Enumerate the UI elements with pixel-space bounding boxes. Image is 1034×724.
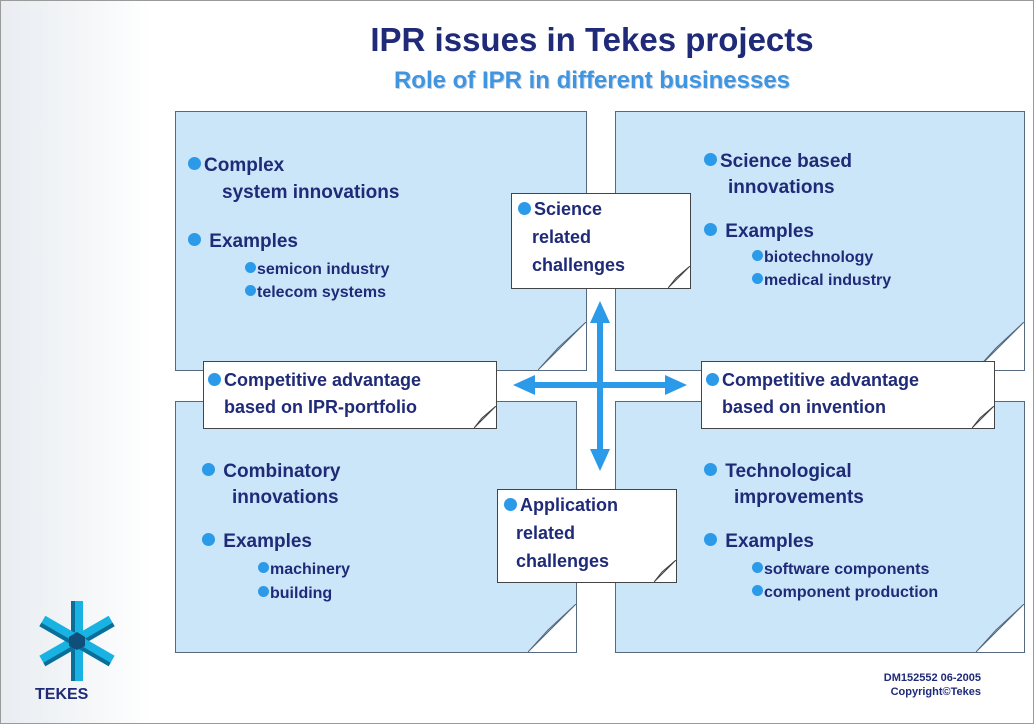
- quadrant-heading-line2: innovations: [728, 177, 835, 198]
- slide-subtitle: Role of IPR in different businesses: [393, 67, 791, 94]
- page-curl-icon: [976, 604, 1024, 652]
- note-line: challenges: [516, 551, 610, 571]
- example-item-text: building: [270, 585, 333, 602]
- tekes-logo-text: TEKES: [35, 686, 89, 703]
- bullet-icon: [704, 223, 717, 237]
- examples-text: Examples: [209, 231, 299, 252]
- example-item-text: telecom systems: [257, 284, 386, 301]
- bullet-icon: [752, 273, 763, 285]
- quadrant-heading-line2: improvements: [734, 487, 864, 508]
- page-curl-icon: [654, 560, 676, 582]
- example-item: medical industry: [752, 271, 891, 291]
- bullet-icon: [752, 585, 763, 597]
- note-line: based on IPR-portfolio: [224, 397, 417, 417]
- example-item: software components: [752, 560, 929, 580]
- example-item: semicon industry: [245, 260, 389, 280]
- examples-label: Examples: [704, 220, 814, 243]
- quadrant-heading-line2: system innovations: [222, 182, 400, 203]
- bullet-icon: [704, 533, 717, 547]
- note-line-text: Competitive advantage: [224, 370, 422, 390]
- bullet-icon: [188, 157, 201, 171]
- examples-text: Examples: [725, 221, 815, 242]
- page-curl-icon: [474, 406, 496, 428]
- quadrant-heading-line1: Combinatory: [223, 461, 341, 482]
- bullet-icon: [258, 562, 269, 574]
- quadrant-heading: Science based: [704, 150, 852, 173]
- examples-label: Examples: [188, 230, 298, 253]
- quadrant-heading-line1: Complex: [204, 155, 285, 176]
- quadrant-heading: Combinatory: [202, 460, 340, 483]
- tekes-logo-icon: [39, 601, 115, 681]
- note-line: related: [516, 523, 576, 543]
- example-item-text: component production: [764, 584, 939, 601]
- page-curl-icon: [668, 266, 690, 288]
- quadrant-heading-line1: Science based: [720, 151, 853, 172]
- examples-label: Examples: [202, 530, 312, 553]
- bullet-icon: [704, 463, 717, 477]
- note-line: Application: [504, 494, 618, 516]
- example-item-text: medical industry: [764, 272, 892, 289]
- example-item: machinery: [258, 560, 350, 580]
- quadrant-heading: Technological: [704, 460, 852, 483]
- examples-text: Examples: [725, 531, 815, 552]
- bullet-icon: [245, 285, 256, 297]
- quadrant-heading-line2: innovations: [232, 487, 339, 508]
- note-line: challenges: [532, 255, 626, 275]
- arrow-down-icon: [590, 449, 610, 471]
- note-line-text: Competitive advantage: [722, 370, 920, 390]
- note-ipr-portfolio: Competitive advantage based on IPR-portf…: [203, 361, 497, 429]
- bullet-icon: [245, 262, 256, 274]
- bullet-icon: [518, 201, 531, 215]
- note-application-challenges: Application related challenges: [497, 489, 677, 583]
- examples-label: Examples: [704, 530, 814, 553]
- quadrant-heading: Complex: [188, 154, 284, 177]
- quadrant-heading-line1: Technological: [725, 461, 852, 482]
- note-line: Competitive advantage: [208, 369, 421, 391]
- bullet-icon: [704, 153, 717, 167]
- note-line: based on invention: [722, 397, 887, 417]
- example-item: component production: [752, 583, 938, 603]
- note-line: related: [532, 227, 592, 247]
- bullet-icon: [752, 562, 763, 574]
- arrow-up-icon: [590, 301, 610, 323]
- bullet-icon: [188, 233, 201, 247]
- quadrant-bottom-right: Technological improvements Examples soft…: [615, 401, 1025, 653]
- page-curl-icon: [976, 322, 1024, 370]
- example-item-text: semicon industry: [257, 261, 390, 278]
- document-id: DM152552 06-2005: [883, 672, 981, 684]
- slide-title: IPR issues in Tekes projects: [370, 21, 814, 58]
- copyright-text: Copyright©Tekes: [890, 686, 981, 698]
- page-curl-icon: [528, 604, 576, 652]
- bullet-icon: [706, 372, 719, 386]
- bullet-icon: [504, 497, 517, 511]
- note-line: Competitive advantage: [706, 369, 919, 391]
- example-item: biotechnology: [752, 248, 873, 268]
- note-science-challenges: Science related challenges: [511, 193, 691, 289]
- note-line: Science: [518, 198, 602, 220]
- example-item-text: machinery: [270, 561, 351, 578]
- page-curl-icon: [972, 406, 994, 428]
- bullet-icon: [258, 586, 269, 598]
- arrow-right-icon: [665, 375, 687, 395]
- bullet-icon: [208, 372, 221, 386]
- example-item: telecom systems: [245, 283, 386, 303]
- horizontal-arrow-shaft: [531, 382, 669, 388]
- bullet-icon: [752, 250, 763, 262]
- arrow-left-icon: [513, 375, 535, 395]
- note-line-text: Science: [534, 199, 603, 219]
- example-item-text: biotechnology: [764, 249, 874, 266]
- bullet-icon: [202, 463, 215, 477]
- example-item-text: software components: [764, 561, 930, 578]
- bullet-icon: [202, 533, 215, 547]
- page-curl-icon: [538, 322, 586, 370]
- example-item: building: [258, 584, 332, 604]
- note-invention: Competitive advantage based on invention: [701, 361, 995, 429]
- note-line-text: Application: [520, 495, 618, 515]
- examples-text: Examples: [223, 531, 313, 552]
